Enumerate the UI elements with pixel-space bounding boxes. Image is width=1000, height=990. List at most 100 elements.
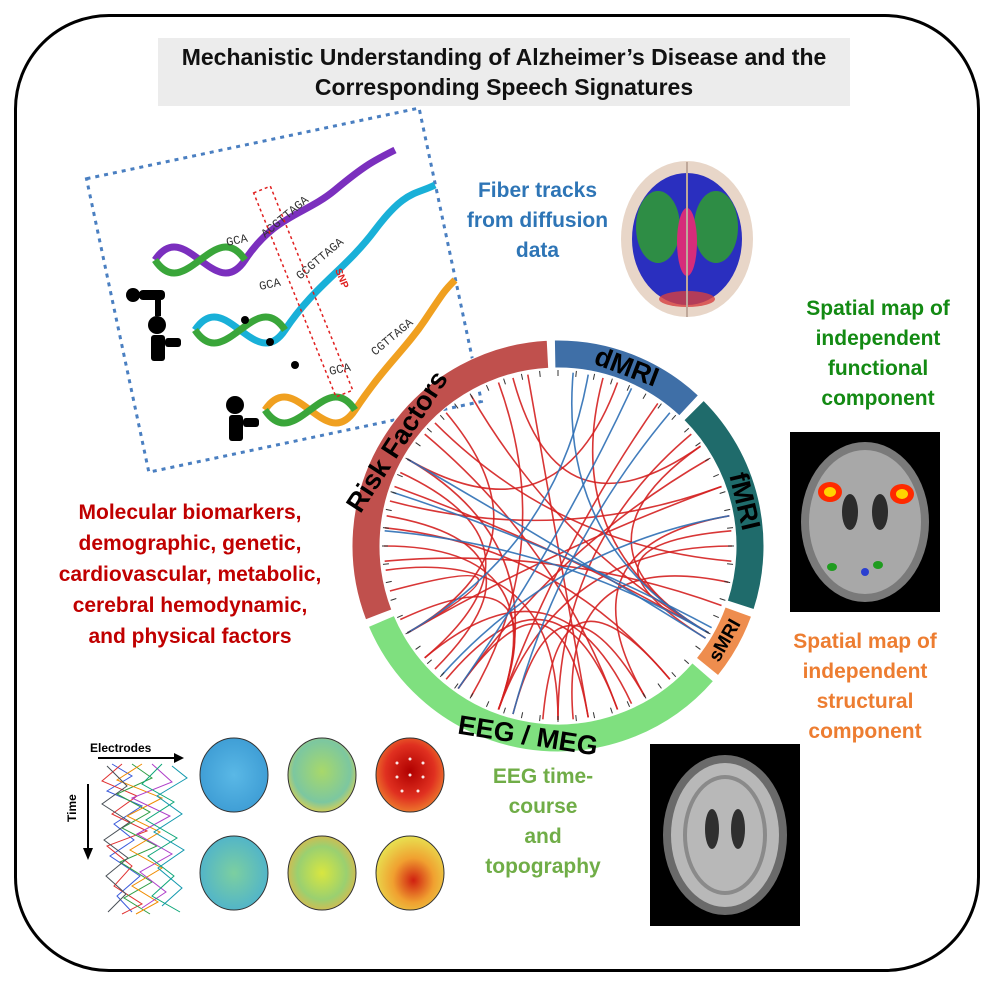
circos-tick bbox=[485, 385, 490, 391]
functional-line-3: functional bbox=[827, 357, 929, 380]
structural-line-4: component bbox=[808, 720, 922, 743]
title-line-1: Mechanistic Understanding of Alzheimer’s… bbox=[181, 44, 827, 70]
circos-tick bbox=[390, 491, 397, 494]
fiber-tracks-label: Fiber tracks from diffusion data bbox=[455, 176, 620, 266]
circos-tick bbox=[539, 715, 541, 722]
circos-tick bbox=[695, 442, 701, 447]
structural-map-label: Spatial map of independent structural co… bbox=[765, 627, 965, 747]
circos-tick bbox=[657, 683, 662, 689]
circos-tick bbox=[539, 370, 541, 377]
segment-smri bbox=[695, 606, 753, 677]
molecular-line-2: demographic, genetic, bbox=[78, 532, 302, 555]
topomap-2 bbox=[287, 737, 357, 813]
ellipsis-dots bbox=[241, 316, 299, 369]
circos-tick bbox=[485, 701, 490, 707]
circos-tick bbox=[385, 580, 392, 584]
circos-segments bbox=[351, 339, 765, 753]
circos-tick bbox=[390, 598, 397, 601]
circos-tick bbox=[610, 378, 613, 385]
circos-link bbox=[386, 514, 488, 670]
circos-tick bbox=[626, 701, 631, 707]
molecular-line-5: and physical factors bbox=[88, 625, 292, 648]
circos-tick bbox=[724, 580, 731, 584]
circos-link bbox=[389, 574, 480, 634]
title-box: Mechanistic Understanding of Alzheimer’s… bbox=[158, 38, 850, 106]
molecular-line-1: Molecular biomarkers, bbox=[78, 501, 302, 524]
circos-tick bbox=[520, 373, 524, 380]
circos-tick bbox=[382, 563, 389, 565]
circos-link bbox=[385, 566, 559, 721]
circos-tick bbox=[575, 370, 577, 377]
circos-link bbox=[434, 422, 732, 562]
circos-link bbox=[497, 403, 659, 710]
circos-tick bbox=[713, 614, 719, 619]
circos-tick bbox=[684, 427, 690, 433]
fiber-line-3: data bbox=[515, 239, 560, 262]
topomap-1 bbox=[199, 737, 269, 813]
fiber-line-1: Fiber tracks bbox=[477, 179, 598, 202]
circos-link bbox=[384, 530, 710, 634]
segment-risk-factors-label: Risk Factors bbox=[340, 365, 453, 517]
circos-link bbox=[512, 412, 671, 715]
dna-helix-3 bbox=[262, 277, 458, 427]
circos-tick bbox=[704, 457, 711, 462]
segment-fmri-label: fMRI bbox=[723, 469, 766, 533]
circos-ticks bbox=[382, 370, 734, 722]
circos-link bbox=[470, 394, 710, 634]
genetics-panel: GCA ACGTTAGA GCA GCGTTAGA GCA CGTTAGA SN… bbox=[84, 106, 484, 474]
sequence-1a: GCA bbox=[225, 232, 250, 250]
circos-tick bbox=[426, 427, 432, 433]
circos-link bbox=[512, 624, 646, 715]
circos-tick bbox=[642, 692, 647, 699]
circos-tick bbox=[719, 491, 726, 494]
eeg-line-1: EEG time- bbox=[492, 765, 594, 788]
circos-link bbox=[526, 374, 590, 718]
topomap-4 bbox=[199, 835, 269, 911]
circos-link bbox=[557, 433, 692, 721]
eeg-topography-maps bbox=[199, 737, 445, 911]
circos-link bbox=[440, 514, 730, 676]
circos-tick bbox=[671, 414, 677, 420]
outer-frame bbox=[14, 14, 980, 972]
circos-tick bbox=[657, 403, 662, 409]
eeg-traces bbox=[101, 763, 188, 915]
circos-tick bbox=[405, 630, 412, 635]
topomap-6 bbox=[375, 835, 445, 911]
molecular-line-4: cerebral hemodynamic, bbox=[72, 594, 308, 617]
eeg-line-3: and bbox=[524, 825, 562, 848]
circos-tick bbox=[503, 707, 506, 714]
circos-tick bbox=[469, 393, 474, 400]
circos-link bbox=[424, 610, 633, 705]
fmri-brain-image bbox=[790, 432, 940, 612]
circos-tick bbox=[695, 645, 701, 650]
circos-link bbox=[470, 382, 524, 698]
circos-tick bbox=[626, 385, 631, 391]
person-icon bbox=[126, 288, 259, 441]
structural-line-1: Spatial map of bbox=[793, 630, 937, 653]
segment-risk-factors bbox=[351, 339, 550, 621]
circos-links bbox=[383, 372, 733, 721]
circos-tick bbox=[385, 508, 392, 512]
circos-link bbox=[457, 387, 633, 689]
circos-tick bbox=[575, 715, 577, 722]
circos-link bbox=[424, 433, 619, 710]
circos-link bbox=[630, 445, 710, 634]
eeg-timecourse-plot: Electrodes Time bbox=[65, 741, 188, 915]
fiber-line-2: from diffusion bbox=[466, 209, 609, 232]
circos-tick bbox=[713, 473, 719, 478]
circos-link bbox=[636, 530, 732, 639]
circos-link bbox=[383, 545, 515, 710]
circos-tick bbox=[415, 442, 421, 447]
circos-tick bbox=[610, 707, 613, 714]
circos-tick bbox=[684, 659, 690, 665]
dna-helix-2 bbox=[192, 181, 437, 347]
molecular-factors-label: Molecular biomarkers, demographic, genet… bbox=[30, 497, 350, 652]
eeg-line-4: topography bbox=[485, 855, 601, 878]
circos-tick bbox=[503, 378, 506, 385]
eeg-topography-label: EEG time- course and topography bbox=[468, 762, 618, 882]
circos-tick bbox=[397, 473, 403, 478]
circos-link bbox=[571, 575, 729, 720]
functional-line-2: independent bbox=[815, 327, 941, 350]
circos-tick bbox=[642, 393, 647, 400]
circos-tick bbox=[520, 712, 524, 719]
